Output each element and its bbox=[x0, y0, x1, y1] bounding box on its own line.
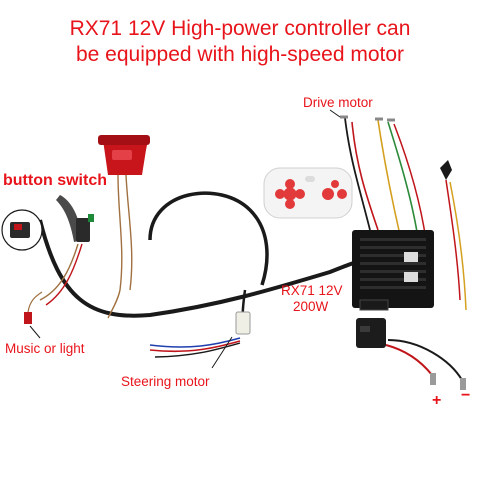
remote-control bbox=[263, 167, 353, 219]
loop-cable bbox=[148, 191, 269, 286]
title-line-1: RX71 12V High-power controller can bbox=[69, 17, 411, 40]
controller-box bbox=[352, 230, 434, 311]
title-line-2: be equipped with high-speed motor bbox=[75, 43, 405, 66]
accelerator-pedal bbox=[98, 135, 150, 175]
receiver-module bbox=[356, 318, 386, 348]
label-controller-model: RX71 12V bbox=[281, 283, 343, 298]
main-cable bbox=[38, 219, 371, 318]
positive-terminal bbox=[430, 373, 436, 385]
label-music-or-light: Music or light bbox=[5, 341, 85, 356]
steering-connector bbox=[235, 311, 251, 335]
button-switch bbox=[39, 195, 94, 306]
minus-sign: − bbox=[461, 387, 471, 404]
label-controller-power: 200W bbox=[293, 299, 329, 314]
label-button-switch: button switch bbox=[3, 172, 107, 189]
plus-sign: + bbox=[432, 392, 442, 409]
music-light-connector bbox=[24, 312, 32, 324]
label-steering-motor: Steering motor bbox=[121, 374, 210, 389]
label-drive-motor: Drive motor bbox=[303, 95, 373, 110]
negative-terminal bbox=[460, 378, 466, 390]
